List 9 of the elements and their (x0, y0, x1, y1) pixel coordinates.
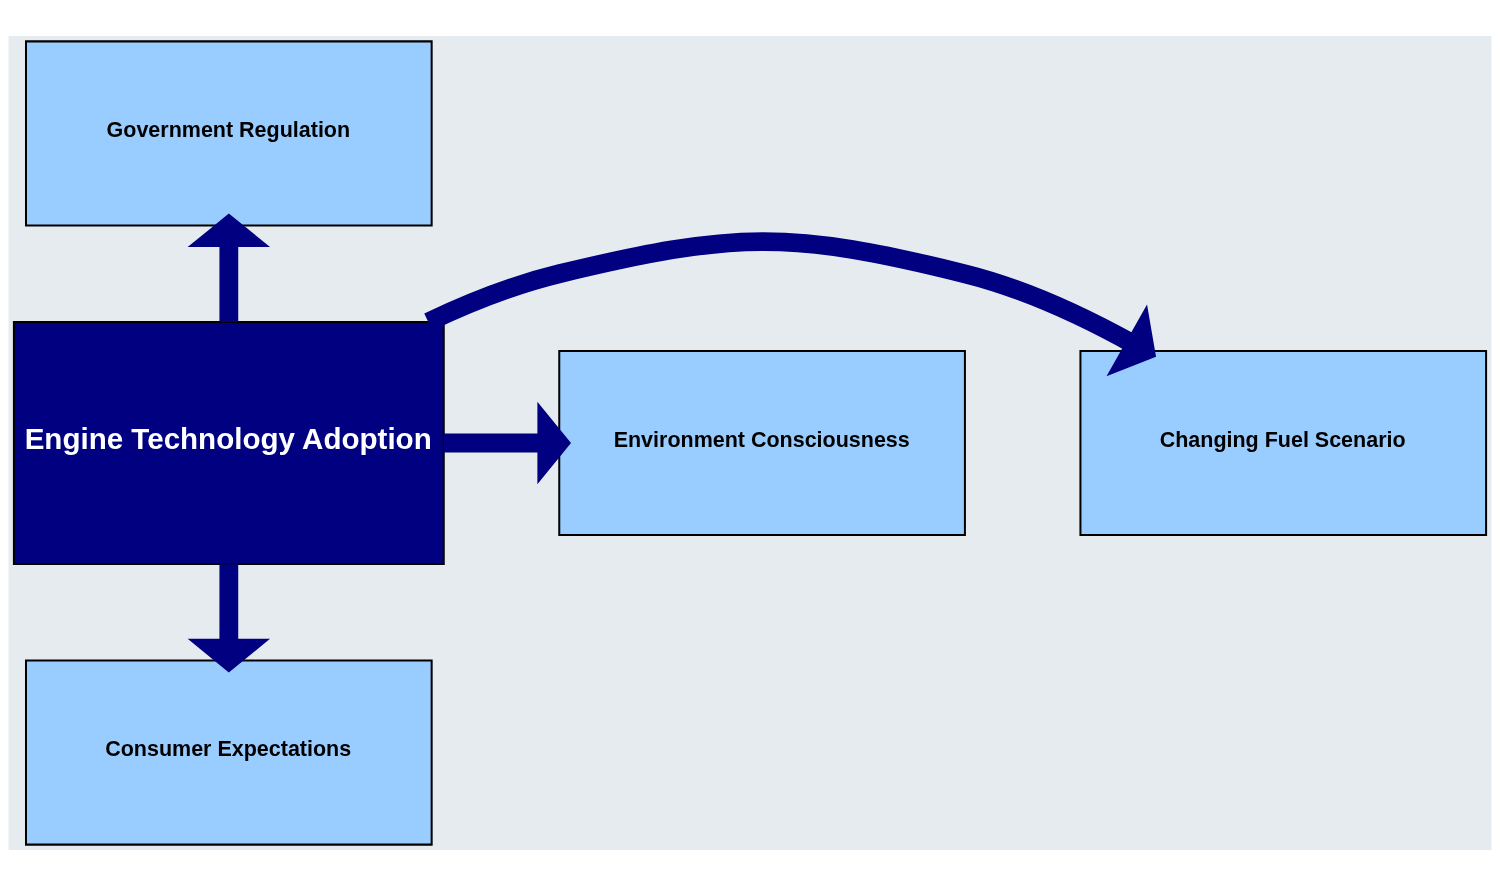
arrow (187, 563, 271, 672)
node-box: Consumer Expectations (25, 659, 433, 846)
node-box: Engine Technology Adoption (12, 320, 445, 565)
node-box: Changing Fuel Scenario (1079, 349, 1488, 536)
arrow (187, 212, 271, 322)
node-box: Environment Consciousness (558, 349, 966, 536)
arrow (443, 401, 571, 484)
arrow (424, 231, 1157, 376)
node-box: Government Regulation (25, 39, 433, 226)
